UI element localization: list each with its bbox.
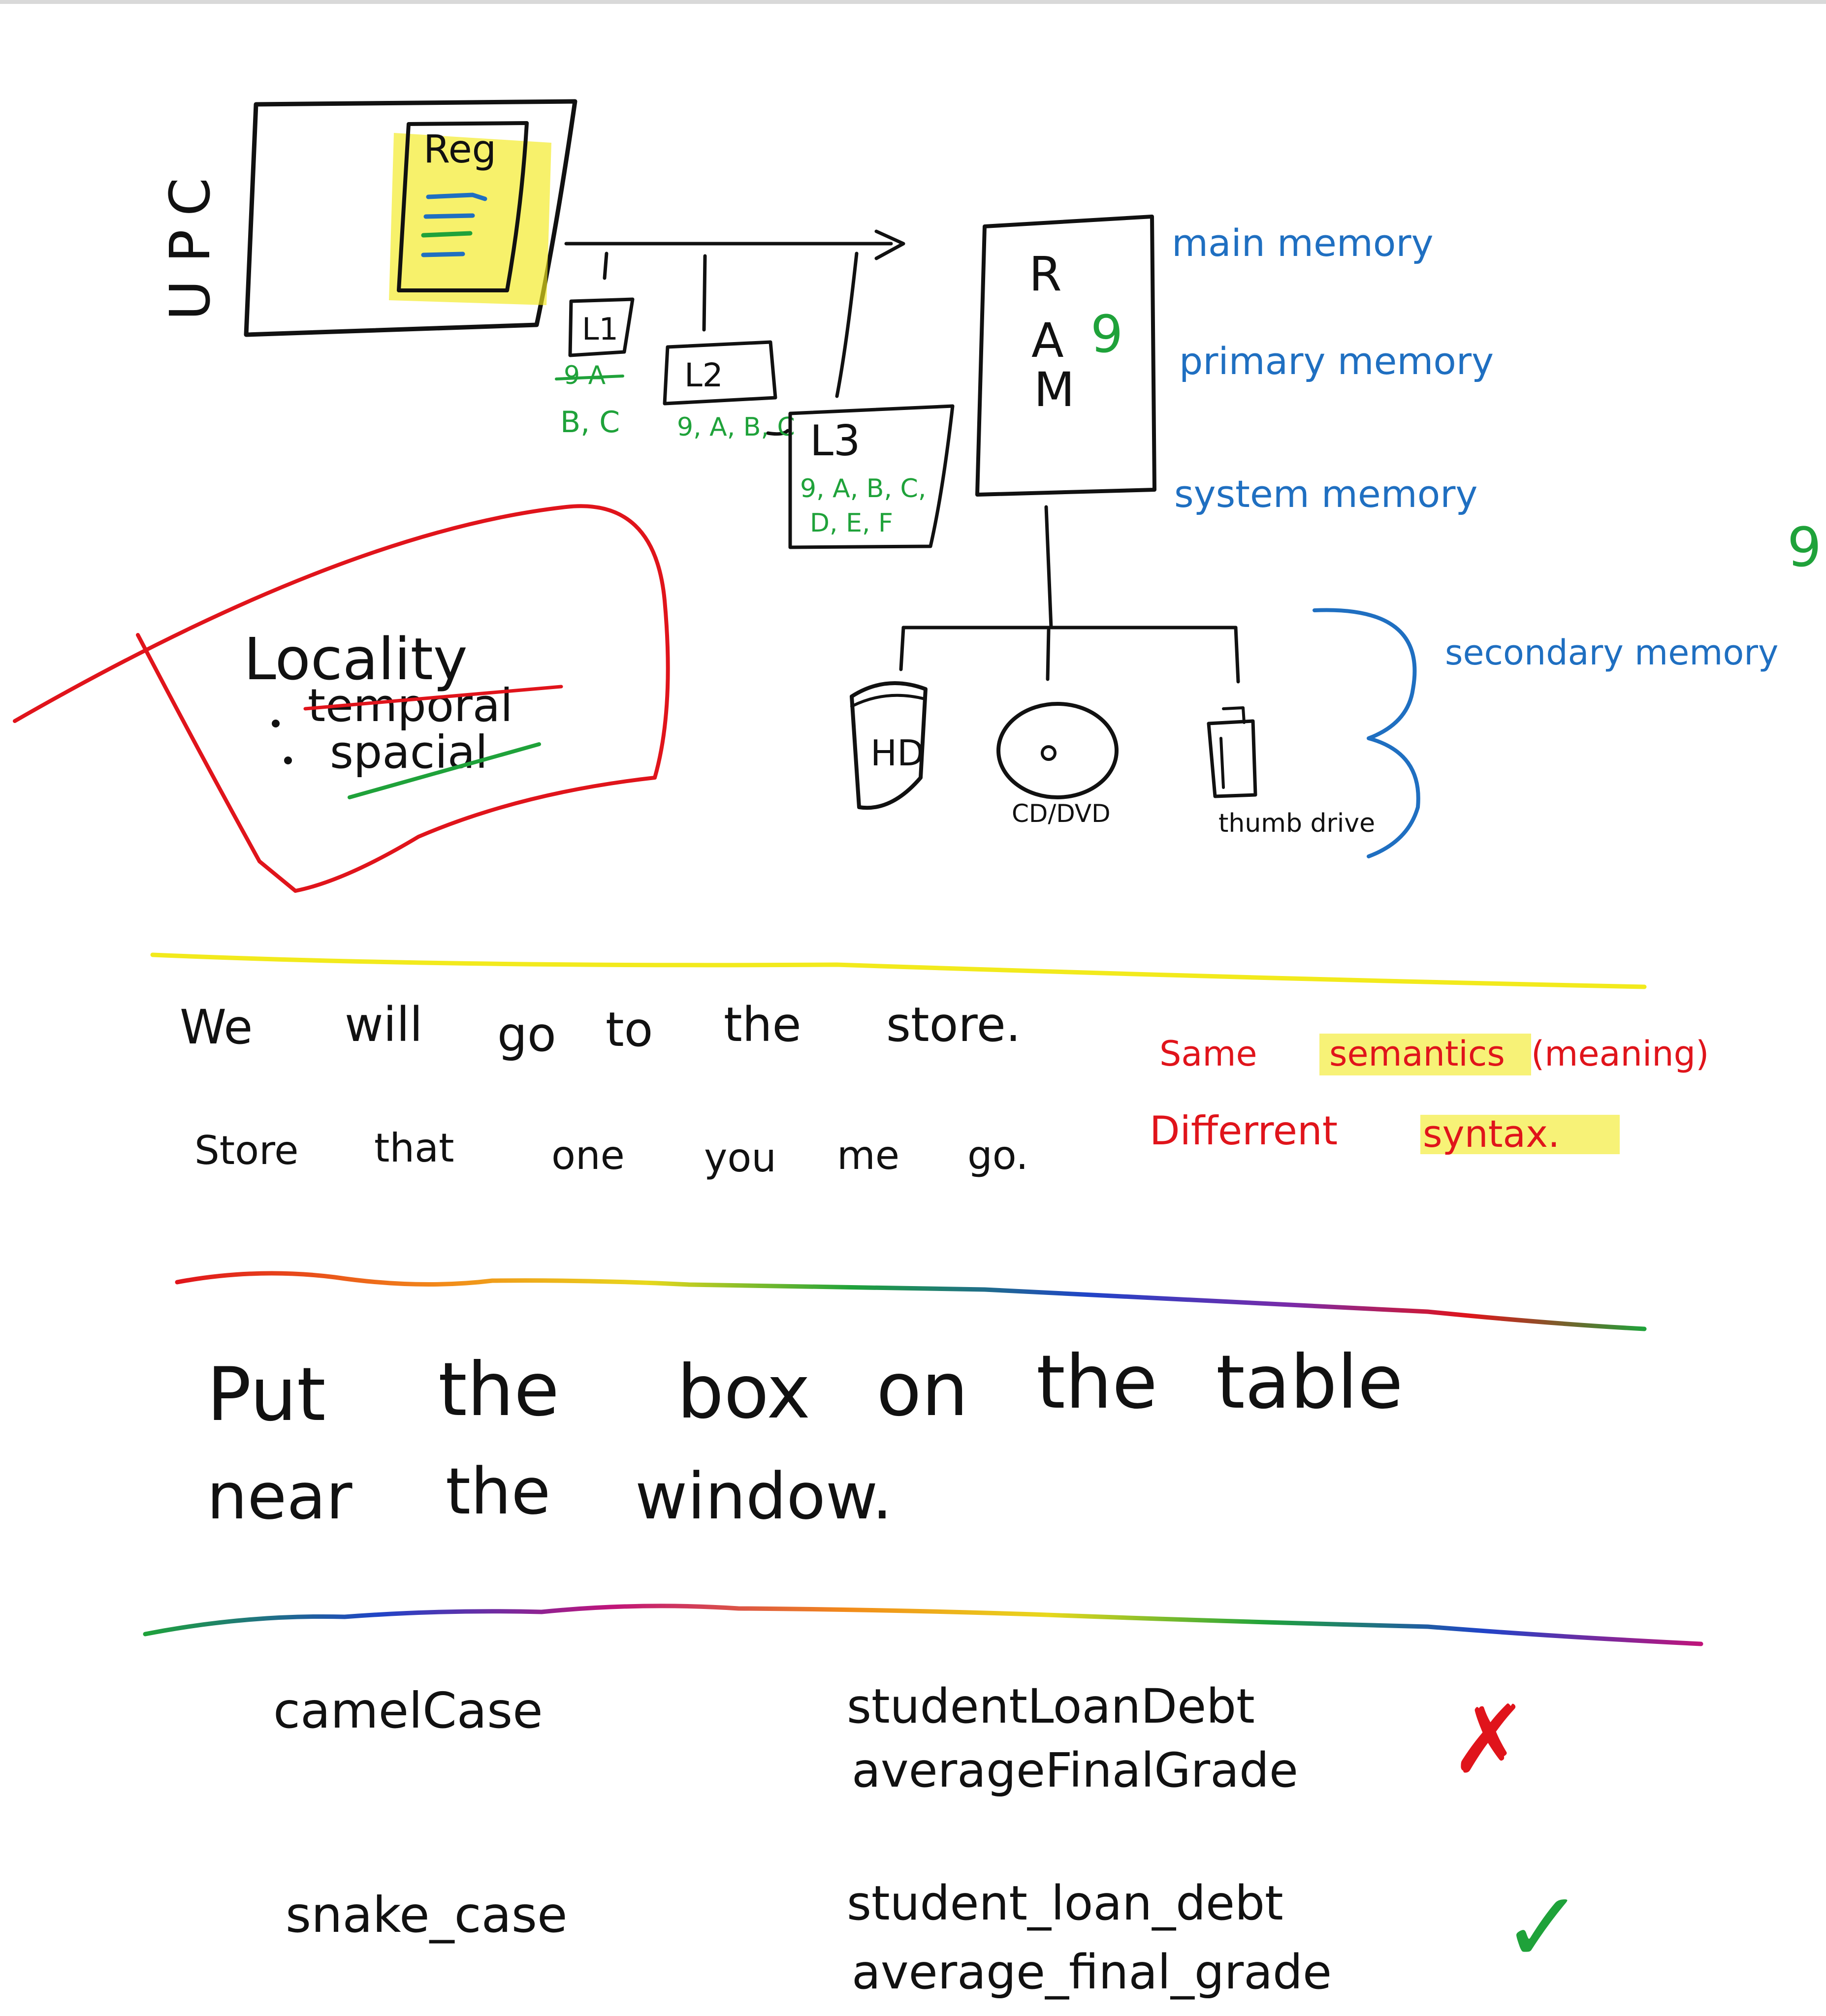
svg-text:HD: HD xyxy=(870,732,925,774)
secondary-brace xyxy=(1313,608,1420,858)
ram-name-system: system memory xyxy=(1174,472,1477,516)
naming-snake: snake_case student_loan_debt average_fin… xyxy=(286,1870,1584,2000)
svg-text:D, E, F: D, E, F xyxy=(810,508,893,538)
cache-l3: L3 9, A, B, C, D, E, F xyxy=(788,404,955,549)
divider-yellow xyxy=(150,952,1647,989)
svg-text:Put: Put xyxy=(207,1352,326,1438)
svg-text:L2: L2 xyxy=(684,356,723,394)
camel-verdict: ✗ xyxy=(1450,1685,1528,1794)
svg-text:the: the xyxy=(1036,1340,1157,1425)
svg-text:to: to xyxy=(606,1002,653,1057)
secondary-label: secondary memory xyxy=(1445,632,1778,673)
svg-text:me: me xyxy=(837,1133,899,1178)
svg-text:that: that xyxy=(374,1125,454,1171)
camel-example-2: averageFinalGrade xyxy=(852,1743,1298,1798)
note-meaning: (meaning) xyxy=(1531,1034,1709,1074)
divider-rainbow-2 xyxy=(143,1604,1703,1646)
svg-text:table: table xyxy=(1216,1340,1403,1425)
ram-name-primary: primary memory xyxy=(1179,339,1494,383)
note-semantics: semantics xyxy=(1329,1034,1505,1074)
svg-text:L1: L1 xyxy=(582,311,618,347)
cd-dvd-icon: CD/DVD xyxy=(996,702,1119,828)
example-sentence: Put the box on the table near the window… xyxy=(207,1340,1403,1534)
svg-text:will: will xyxy=(345,997,423,1052)
svg-text:box: box xyxy=(677,1350,810,1435)
divider-rainbow-1 xyxy=(175,1271,1647,1331)
syntax-semantics-notes: Same semantics (meaning) Differrent synt… xyxy=(1150,1034,1709,1156)
locality-item-2: spacial xyxy=(330,726,488,779)
ram-name-main: main memory xyxy=(1172,221,1434,265)
locality-title: Locality xyxy=(244,625,468,693)
l2-contents: 9, A, B, C xyxy=(677,412,795,442)
snake-example-1: student_loan_debt xyxy=(847,1876,1283,1931)
l1-struck-contents: 9 A xyxy=(564,361,606,390)
svg-text:We: We xyxy=(180,1000,253,1055)
svg-text:Store: Store xyxy=(194,1128,298,1173)
sentence-2: Store that one you me go. xyxy=(194,1125,1028,1181)
register-box xyxy=(397,121,529,292)
note-different: Differrent xyxy=(1150,1108,1338,1154)
svg-text:L3: L3 xyxy=(810,416,861,466)
cpu-label-c: C xyxy=(159,178,223,216)
svg-text:the: the xyxy=(438,1347,559,1433)
stray-nine: 9 xyxy=(1787,516,1822,579)
ram-letter-r: R xyxy=(1029,247,1062,302)
svg-text:9, A, B, C,: 9, A, B, C, xyxy=(800,474,926,504)
snake-label: snake_case xyxy=(286,1886,568,1944)
cpu-label-p: P xyxy=(159,229,223,263)
l1-contents: B, C xyxy=(560,405,620,440)
camel-example-1: studentLoanDebt xyxy=(847,1679,1255,1734)
note-syntax: syntax. xyxy=(1423,1112,1560,1156)
camel-label: camelCase xyxy=(273,1682,543,1739)
ram-value: 9 xyxy=(1090,304,1123,364)
ram: R A M 9 xyxy=(975,215,1156,497)
snake-example-2: average_final_grade xyxy=(852,1945,1332,2000)
ram-letter-a: A xyxy=(1031,313,1064,368)
storage-connector xyxy=(899,505,1240,684)
cpu-label-u: U xyxy=(159,280,223,320)
cpu-box xyxy=(244,99,577,337)
window-top-border xyxy=(0,0,1826,4)
svg-text:on: on xyxy=(876,1347,968,1433)
cpu-group: C P U Reg xyxy=(159,99,577,337)
svg-text:store.: store. xyxy=(886,997,1021,1052)
cpu-bus xyxy=(564,229,905,436)
register-lines xyxy=(421,192,487,257)
note-same: Same xyxy=(1159,1034,1257,1074)
cache-l2: L2 9, A, B, C xyxy=(663,340,795,442)
hard-drive-icon: HD xyxy=(850,681,928,810)
ram-letter-m: M xyxy=(1034,362,1075,417)
naming-camel: camelCase studentLoanDebt averageFinalGr… xyxy=(273,1679,1528,1798)
sentence-1: We will go to the store. xyxy=(180,997,1021,1062)
register-label: Reg xyxy=(423,127,496,172)
cd-dvd-caption: CD/DVD xyxy=(1012,799,1111,828)
thumb-drive-icon: thumb drive xyxy=(1207,706,1375,838)
svg-text:go.: go. xyxy=(967,1133,1028,1178)
svg-text:you: you xyxy=(704,1135,776,1181)
svg-text:go: go xyxy=(497,1007,556,1062)
thumb-drive-caption: thumb drive xyxy=(1218,809,1375,838)
snake-verdict: ✓ xyxy=(1502,1870,1584,1985)
cache-l1: L1 9 A B, C xyxy=(555,297,635,440)
svg-text:the: the xyxy=(724,997,801,1052)
svg-text:near: near xyxy=(207,1459,352,1534)
locality-callout: Locality temporal spacial xyxy=(13,504,670,893)
svg-text:window.: window. xyxy=(635,1459,893,1534)
svg-text:one: one xyxy=(551,1133,625,1178)
svg-text:the: the xyxy=(446,1454,550,1529)
